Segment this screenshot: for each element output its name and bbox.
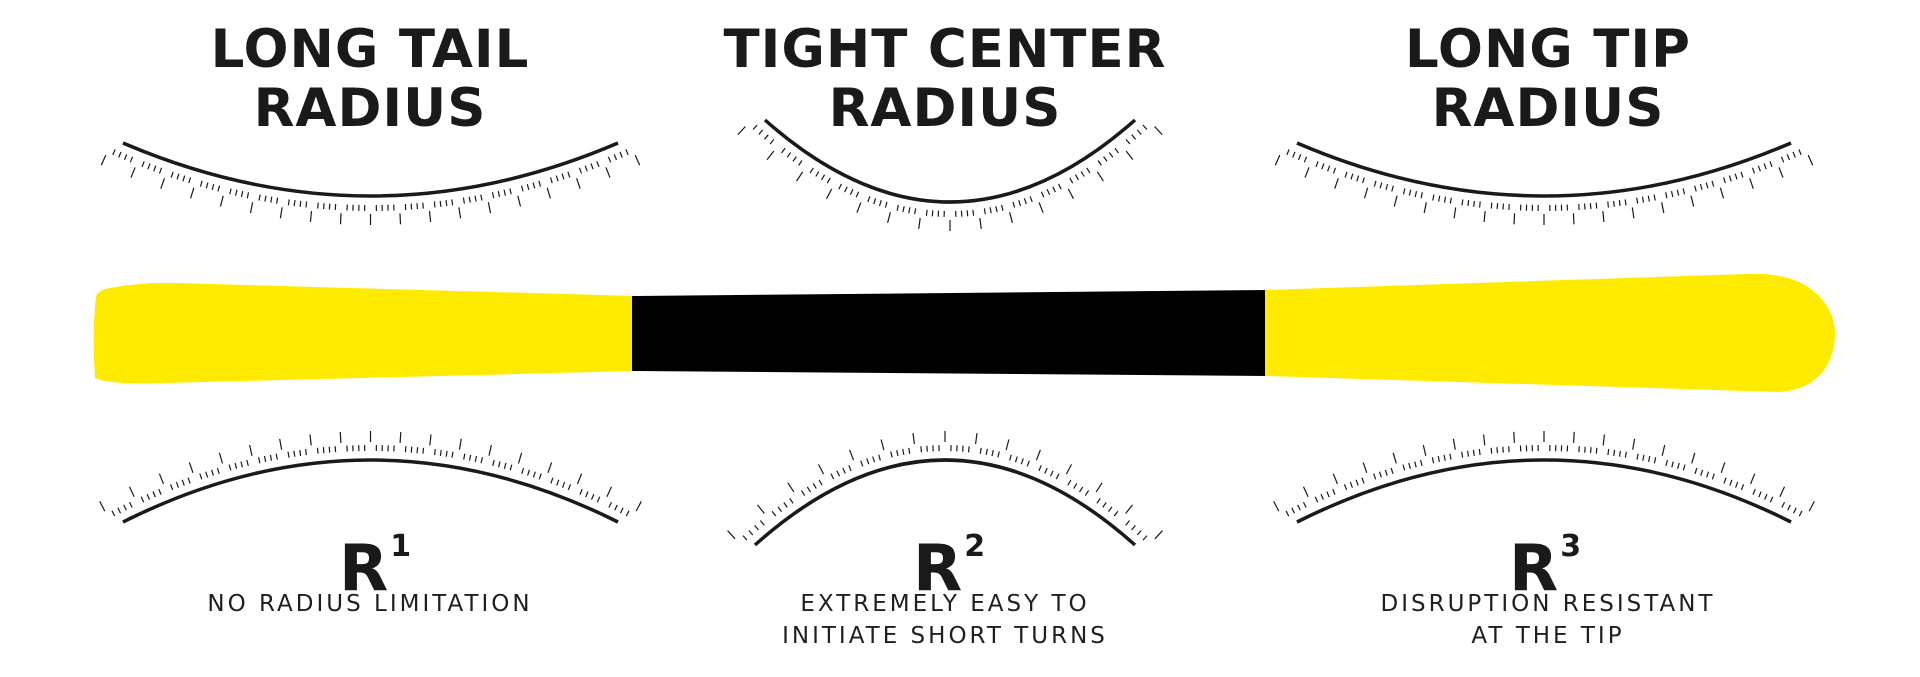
radius-label-r2: R2	[913, 515, 985, 601]
description-line-1: DISRUPTION RESISTANT	[1380, 591, 1716, 617]
radius-letter: R	[913, 532, 963, 606]
ski-center	[632, 290, 1268, 376]
description-line-1: EXTREMELY EASY TO	[800, 591, 1090, 617]
description-line-1: NO RADIUS LIMITATION	[207, 591, 533, 617]
arc-line	[122, 141, 619, 198]
title-line-1: TIGHT CENTER	[723, 19, 1167, 80]
tick-marks	[1274, 149, 1814, 225]
title-line-1: LONG TIP	[1405, 19, 1691, 80]
ski-tip	[1265, 273, 1836, 392]
arc-center-top	[737, 118, 1163, 231]
arc-center-bottom	[727, 431, 1163, 547]
radius-letter: R	[1509, 532, 1559, 606]
radius-number: 1	[390, 529, 412, 564]
tick-marks	[1273, 431, 1815, 517]
radius-number: 3	[1560, 529, 1582, 564]
ski-tail	[93, 282, 635, 384]
title-line-2: RADIUS	[828, 78, 1062, 139]
tick-marks	[727, 431, 1163, 541]
arc-line	[1296, 141, 1792, 198]
tick-marks	[99, 431, 642, 517]
tick-marks	[100, 149, 641, 225]
radius-label-r1: R1	[339, 515, 411, 601]
radius-arcs	[99, 118, 1815, 547]
arc-tip-bottom	[1273, 431, 1815, 524]
ski-shape	[93, 273, 1836, 392]
title-line-2: RADIUS	[1431, 78, 1665, 139]
arc-tail-bottom	[99, 431, 642, 524]
description-r2: EXTREMELY EASY TO INITIATE SHORT TURNS	[665, 588, 1225, 652]
arc-tail-top	[100, 141, 641, 225]
arc-line	[763, 118, 1137, 204]
description-line-2: INITIATE SHORT TURNS	[782, 623, 1108, 649]
radius-letter: R	[339, 532, 389, 606]
title-long-tail-radius: LONG TAIL RADIUS	[90, 20, 650, 138]
description-r3: DISRUPTION RESISTANT AT THE TIP	[1268, 588, 1828, 652]
tick-marks	[737, 124, 1163, 231]
title-line-1: LONG TAIL	[210, 19, 530, 80]
description-r1: NO RADIUS LIMITATION	[90, 588, 650, 620]
arc-line	[753, 458, 1137, 547]
title-line-2: RADIUS	[253, 78, 487, 139]
description-line-2: AT THE TIP	[1471, 623, 1625, 649]
radius-label-r3: R3	[1509, 515, 1581, 601]
title-long-tip-radius: LONG TIP RADIUS	[1268, 20, 1828, 138]
arc-line	[1296, 458, 1792, 524]
arc-tip-top	[1274, 141, 1814, 225]
arc-line	[122, 458, 619, 524]
title-tight-center-radius: TIGHT CENTER RADIUS	[665, 20, 1225, 138]
radius-number: 2	[964, 529, 986, 564]
